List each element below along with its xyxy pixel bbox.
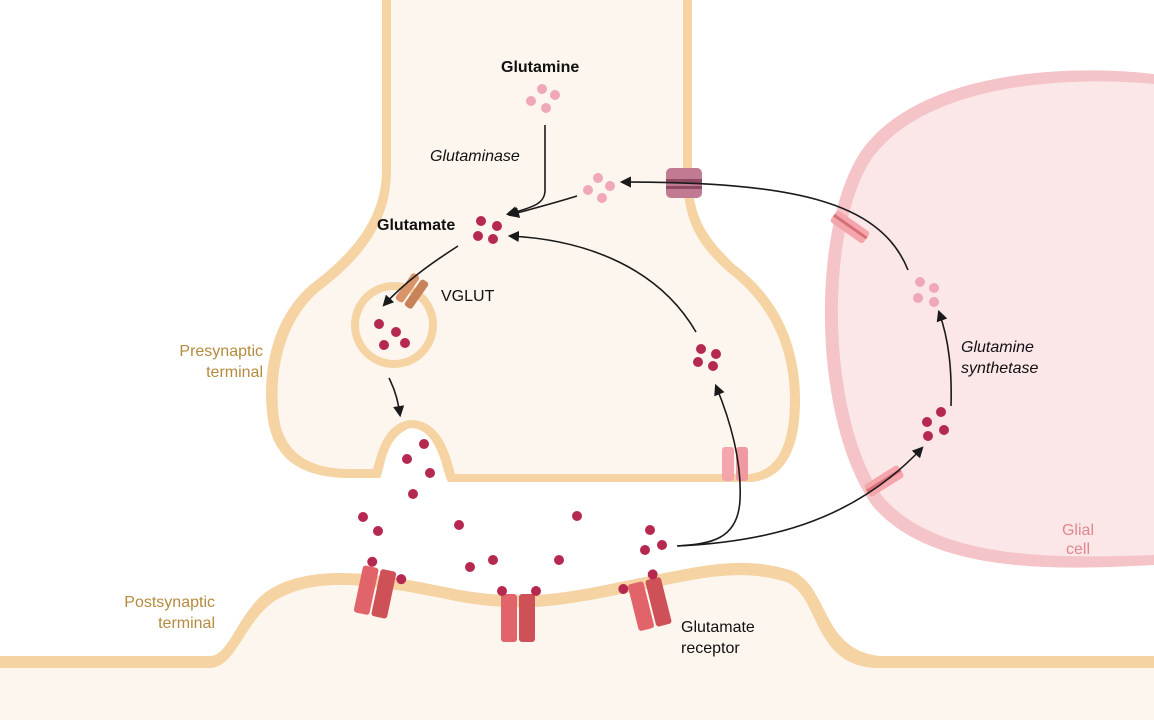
- arrow-reuptake-presynaptic: [676, 383, 742, 547]
- synthetase-label-line2: synthetase: [961, 360, 1038, 377]
- synthetase-label-line1: Glutamine: [961, 339, 1034, 356]
- presynaptic-label-line1: Presynaptic: [179, 343, 263, 360]
- glutaminase-label: Glutaminase: [430, 148, 520, 165]
- glutamine-dots-import: [583, 173, 615, 203]
- arrow-exocytosis: [388, 377, 405, 418]
- arrow-glutamine-synthetase: [936, 309, 952, 407]
- arrow-import-glutamine: [507, 195, 578, 218]
- receptor-label-line1: Glutamate: [681, 619, 755, 636]
- presynaptic-glutamate-transporter: [722, 447, 748, 481]
- glutamate-dots: [358, 216, 949, 572]
- glutamine-dots-top: [526, 84, 560, 113]
- receptor-label-line2: receptor: [681, 640, 740, 657]
- vglut-transporter: [395, 273, 429, 309]
- glial-label-line2: cell: [1066, 541, 1090, 558]
- arrow-reuptake-glial: [677, 446, 924, 547]
- glutamate-receptor-1: [353, 556, 407, 619]
- arrow-reuptake-to-glutamate: [507, 230, 697, 333]
- glial-label-line1: Glial: [1062, 522, 1094, 539]
- postsynaptic-label-line2: terminal: [158, 615, 215, 632]
- glutamate-label: Glutamate: [377, 217, 455, 234]
- arrow-glutamine-export: [619, 176, 909, 271]
- presynaptic-label-line2: terminal: [206, 364, 263, 381]
- glial-cell: [824, 70, 1154, 568]
- glutamate-receptor-3: [618, 569, 672, 631]
- vglut-label: VGLUT: [441, 288, 495, 305]
- glial-glutamine-transporter: [830, 210, 870, 244]
- arrow-to-vesicle: [382, 245, 459, 307]
- glutamine-dots-glial: [913, 277, 939, 307]
- glutamine-label: Glutamine: [501, 59, 579, 76]
- postsynaptic-terminal: [0, 562, 1154, 720]
- glutamate-receptor-2: [497, 586, 541, 642]
- postsynaptic-label-line1: Postsynaptic: [124, 594, 215, 611]
